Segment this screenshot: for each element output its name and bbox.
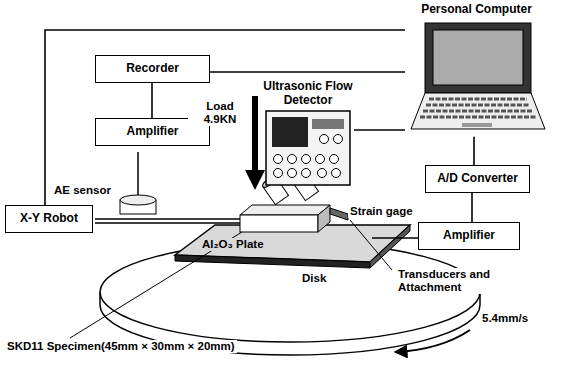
detector-part <box>288 154 297 163</box>
laptop-part <box>429 97 527 100</box>
leader-lines <box>350 220 392 270</box>
laptop-part <box>426 103 530 106</box>
computer-unit: Personal Computer <box>405 3 548 137</box>
laptop-part <box>462 123 492 127</box>
detector-part <box>274 168 283 177</box>
detector-part <box>316 154 325 163</box>
alumina-plate <box>175 255 370 268</box>
detector-part <box>266 111 350 185</box>
gage-label: Strain gage <box>348 205 415 218</box>
detector-part <box>288 168 297 177</box>
signal-wires <box>137 152 139 195</box>
rotation-arrow <box>395 330 470 352</box>
laptop-illustration <box>407 19 547 137</box>
laptop-part <box>420 115 536 118</box>
detector-part <box>332 168 341 177</box>
rotating-disk <box>100 242 480 355</box>
node-label: X-Y Robot <box>16 212 82 226</box>
laptop-part <box>423 109 533 112</box>
rotation-arrow <box>395 330 470 352</box>
node-label: Personal Computer <box>405 3 548 17</box>
detector-part <box>272 117 308 147</box>
detector-part <box>320 134 329 143</box>
signal-wires <box>95 219 240 223</box>
node-label: Amplifier <box>429 229 509 243</box>
disk-label: Disk <box>300 272 328 285</box>
transducers <box>330 208 348 220</box>
amplifier-box: Amplifier <box>418 222 520 250</box>
leader-lines <box>70 220 392 338</box>
signal-line <box>45 30 405 205</box>
flaw-detector-illustration <box>264 109 352 187</box>
robot-box: X-Y Robot <box>5 205 93 233</box>
alumina-plate <box>370 225 410 268</box>
specimen-block <box>240 215 318 232</box>
load-arrow <box>252 96 258 172</box>
laptop-part <box>433 30 523 85</box>
speed-label: 5.4mm/s <box>480 312 530 325</box>
signal-line <box>473 137 475 165</box>
signal-wires <box>95 152 418 238</box>
detector-part <box>302 168 311 177</box>
plate-label: Al₂O₃ Plate <box>200 238 266 251</box>
node-label: Amplifier <box>106 125 199 139</box>
flaw-detector-unit: Ultrasonic Flow Detector <box>262 80 354 187</box>
node-label: Ultrasonic Flow Detector <box>262 80 354 108</box>
signal-line <box>471 193 473 222</box>
detector-part <box>334 134 343 143</box>
ae-sensor <box>120 195 156 205</box>
converter-box: A/D Converter <box>425 165 530 193</box>
laptop-part <box>425 23 531 93</box>
signal-wires <box>372 237 418 239</box>
detector-part <box>318 168 327 177</box>
signal-line <box>354 129 405 131</box>
ae-sensor <box>120 195 156 214</box>
specimen-label: SKD11 Specimen(45mm × 30mm × 20mm) <box>5 340 237 353</box>
detector-part <box>274 154 283 163</box>
specimen-block <box>240 205 330 215</box>
specimen-block <box>318 205 330 232</box>
signal-line <box>210 71 405 73</box>
laptop-part <box>411 93 545 129</box>
recorder-box: Recorder <box>95 55 210 83</box>
sensor-label: AE sensor <box>52 184 113 197</box>
load-label: Load 4.9KN <box>188 100 252 126</box>
specimen-block <box>240 205 330 232</box>
detector-part <box>302 154 311 163</box>
node-label: A/D Converter <box>436 172 519 186</box>
transducer-label: Transducers and Attachment <box>396 268 510 294</box>
node-label: Recorder <box>106 62 199 76</box>
detector-part <box>312 119 344 129</box>
load-arrow <box>245 170 265 190</box>
signal-line <box>151 83 153 118</box>
detector-part <box>330 154 339 163</box>
